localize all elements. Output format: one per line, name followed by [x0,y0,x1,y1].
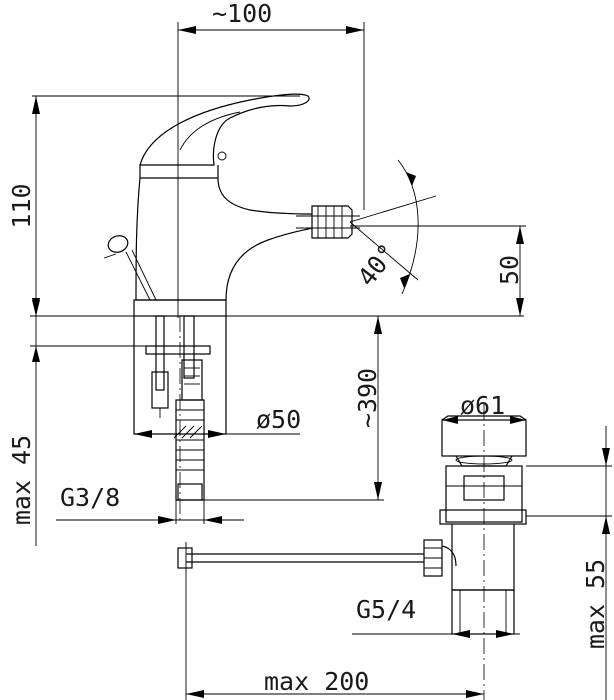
label-spray-angle: 40° [352,238,403,291]
diverter-knob [103,235,157,301]
label-max-mount: max 45 [7,435,36,525]
label-max-drain: max 55 [581,559,610,649]
pop-up-waste [177,404,527,700]
dimension-drain-diameter: ø61 [442,391,526,424]
label-drain-diameter: ø61 [460,391,505,420]
callout-inlet-thread: G3/8 [56,483,244,524]
label-drain-thread: G5/4 [356,595,416,624]
label-inlet-thread: G3/8 [60,483,120,512]
base-plate [133,299,227,317]
label-spout-height: 50 [495,255,524,285]
lever-handle [139,93,310,166]
dimension-hose-length: ~390 [190,316,384,501]
callout-drain-thread: G5/4 [352,595,520,638]
label-hose-length: ~390 [353,368,382,428]
mixer-body [133,93,313,317]
spray-head: 40° [296,159,437,295]
under-counter-section [133,315,227,520]
dimension-max-drain: max 55 [526,426,612,700]
label-height-total: 110 [7,183,36,228]
label-width-top: ~100 [212,0,272,28]
dimension-width-top: ~100 [177,0,365,318]
body-outline [135,177,313,301]
dimension-max-rod: max 200 [185,574,484,700]
dimension-height-total: 110 [7,95,300,316]
label-max-rod: max 200 [264,667,369,696]
dimension-body-diameter: ø50 [134,405,301,438]
dimension-max-mount: max 45 [7,300,146,546]
spout-top [217,177,313,215]
dimension-spout-height: 50 [350,225,526,316]
label-body-diameter: ø50 [256,405,301,434]
